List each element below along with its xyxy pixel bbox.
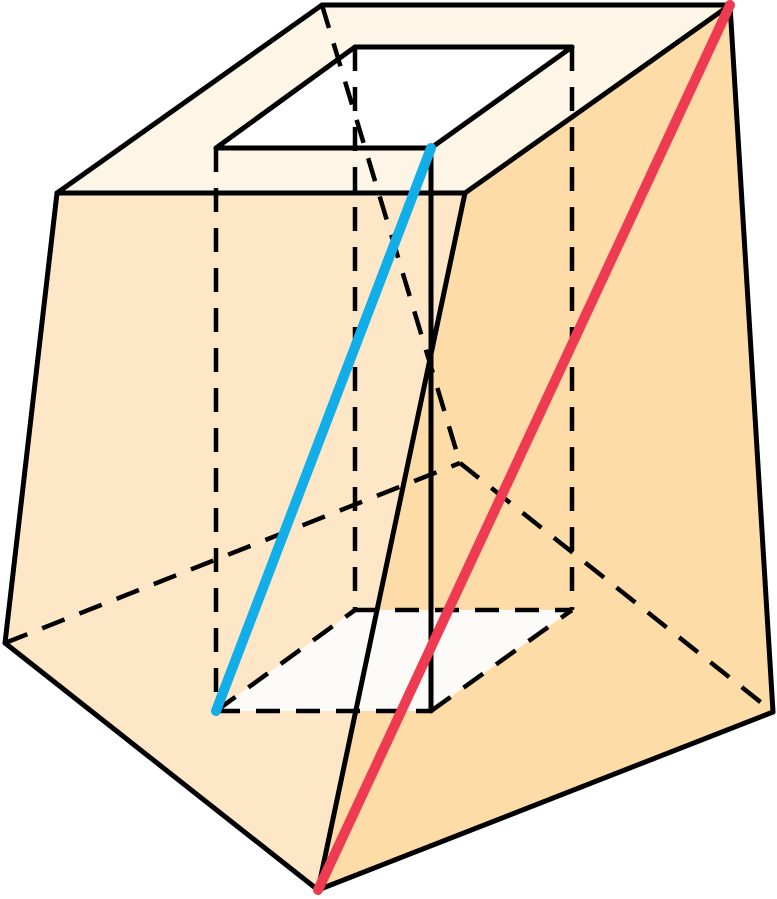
blue-diagonal [211, 143, 436, 716]
hole-opening [216, 47, 572, 148]
edge-top-left [54, 2, 325, 196]
red-diagonal [313, 0, 735, 895]
edge-front-right [727, 2, 776, 715]
hidden-edge-hole-bottom-left [214, 608, 357, 713]
hidden-edge-hole-bottom-right [429, 608, 574, 713]
hidden-edge-back-left [4, 460, 461, 646]
hidden-edge-back-right [458, 461, 775, 714]
edge-hole-top-left [213, 44, 358, 151]
edge-bottom-left [2, 640, 321, 893]
hidden-edges [4, 4, 775, 714]
edge-hole-top-right [428, 44, 575, 151]
edge-top-right [462, 2, 733, 196]
edge-front-center [315, 190, 468, 893]
edge-bottom-right [315, 709, 776, 893]
edge-front-left [2, 190, 60, 646]
hole-bottom-face [216, 610, 572, 711]
